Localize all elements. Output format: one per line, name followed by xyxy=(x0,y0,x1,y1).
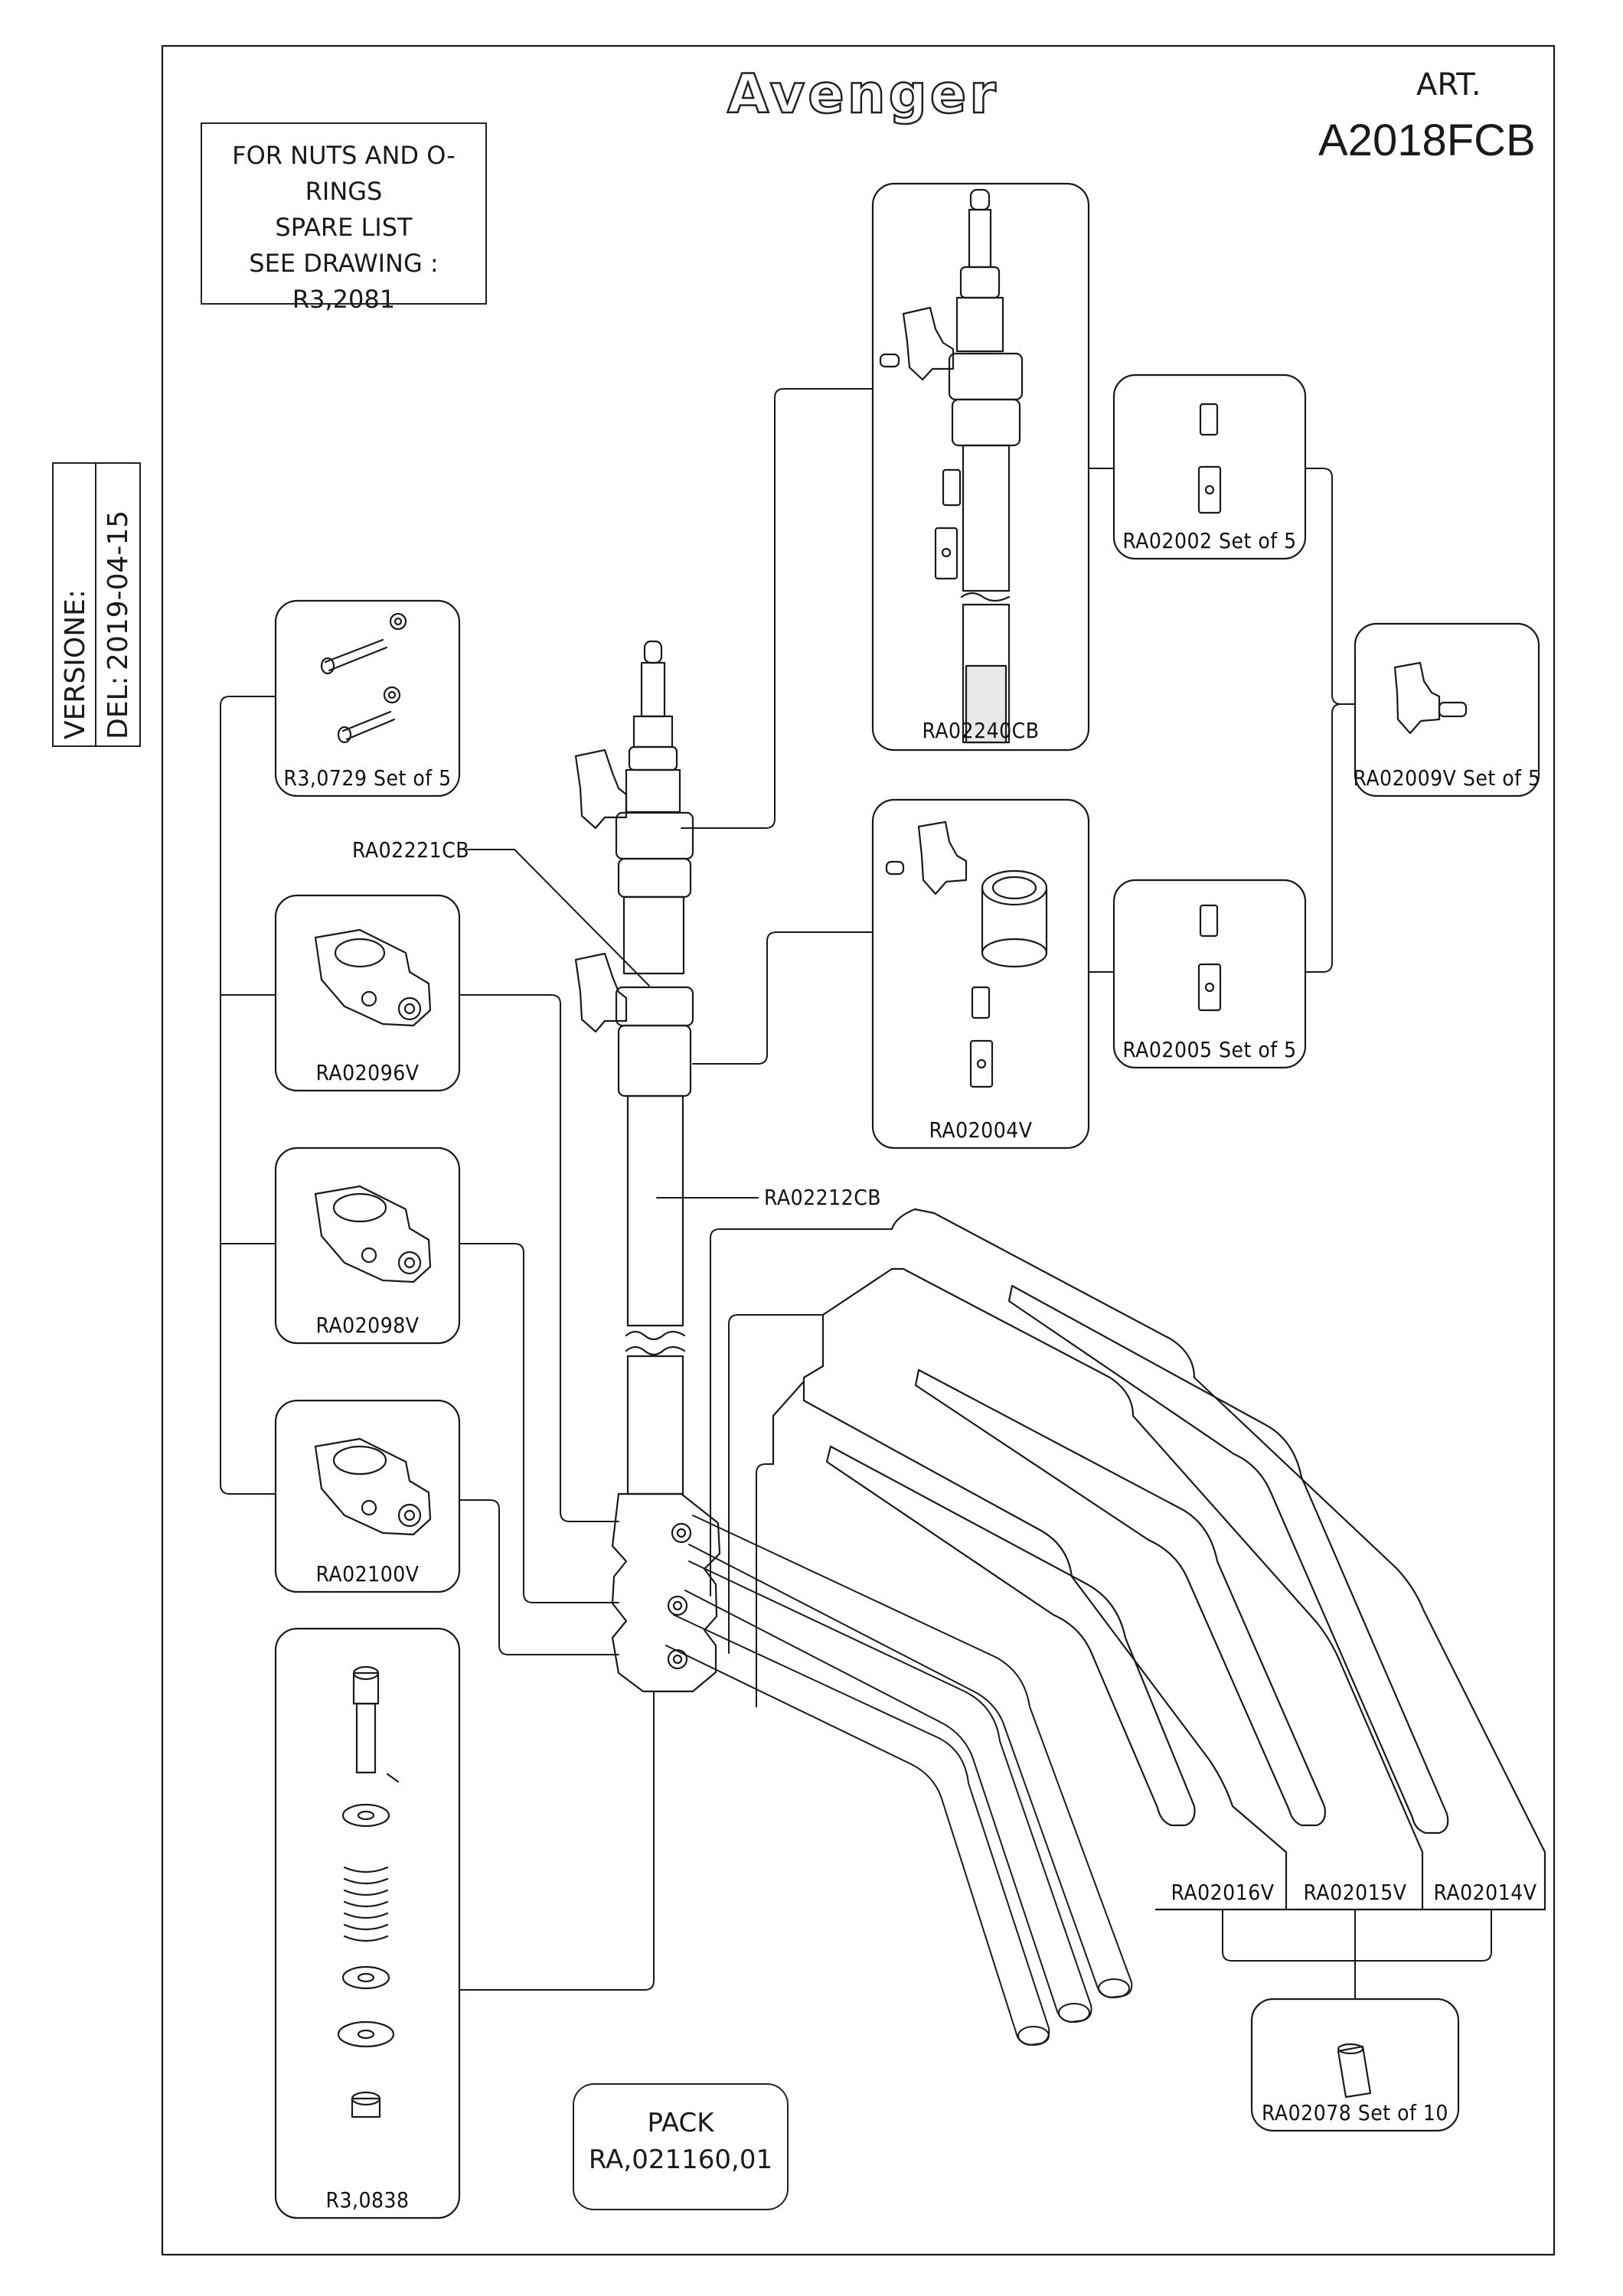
label-r3-0729: R3,0729 Set of 5 xyxy=(283,765,452,791)
version-divider xyxy=(95,464,96,745)
part-ra02100v-clamp xyxy=(314,1437,432,1536)
label-ra02009v: RA02009V Set of 5 xyxy=(1353,765,1541,791)
part-r3-0729-screws xyxy=(320,612,407,744)
box-ra02096v xyxy=(274,894,461,1092)
label-ra02240cb: RA02240CB xyxy=(922,718,1040,743)
note-line-2: SPARE LIST xyxy=(275,213,413,242)
part-ra02002-parts xyxy=(1197,403,1222,514)
label-ra02098v: RA02098V xyxy=(315,1313,420,1338)
box-ra02240cb xyxy=(871,182,1090,752)
label-r3-0838: R3,0838 xyxy=(325,2187,410,2213)
pack-code: RA,021160,01 xyxy=(588,2144,773,2175)
label-ra02096v: RA02096V xyxy=(315,1060,420,1085)
part-ra02098v-clamp xyxy=(314,1185,432,1283)
box-r3-0838 xyxy=(274,1627,461,2219)
box-ra02004v xyxy=(871,798,1090,1150)
part-ra02009v-knob xyxy=(1393,661,1468,735)
article-code: A2018FCB xyxy=(1318,116,1536,165)
part-ra02240cb xyxy=(879,188,1024,744)
part-r3-0838-stack xyxy=(337,1665,400,2118)
box-ra02009v xyxy=(1354,622,1540,797)
label-ra02221cb: RA02221CB xyxy=(352,837,470,863)
note-line-3: SEE DRAWING : xyxy=(249,249,439,278)
brand-logo: Avenger xyxy=(727,62,999,127)
part-ra02078-tip xyxy=(1337,2043,1372,2099)
main-stand xyxy=(574,640,721,1693)
box-r3-0729 xyxy=(274,599,461,797)
part-ra02005-parts xyxy=(1197,904,1222,1012)
part-ra02096v-clamp xyxy=(314,928,432,1027)
label-ra02004v: RA02004V xyxy=(929,1117,1033,1143)
label-ra02212cb: RA02212CB xyxy=(764,1185,882,1210)
part-ra02004v xyxy=(885,820,1048,1088)
leg-ra02016v xyxy=(772,1365,1288,1911)
note-line-1: FOR NUTS AND O-RINGS xyxy=(232,141,456,206)
label-ra02078: RA02078 Set of 10 xyxy=(1262,2100,1448,2125)
version-box: VERSIONE: DEL: 2019-04-15 xyxy=(52,462,141,747)
box-ra02005 xyxy=(1112,879,1307,1069)
label-ra02100v: RA02100V xyxy=(315,1561,420,1587)
label-ra02005: RA02005 Set of 5 xyxy=(1122,1037,1297,1062)
box-ra02100v xyxy=(274,1399,461,1593)
spare-list-note: FOR NUTS AND O-RINGS SPARE LIST SEE DRAW… xyxy=(201,122,487,314)
label-ra02015v: RA02015V xyxy=(1303,1880,1407,1905)
box-ra02098v xyxy=(274,1146,461,1345)
box-ra02002 xyxy=(1112,373,1307,560)
assembled-legs xyxy=(665,1515,1133,2046)
leg-ra02015v xyxy=(821,1267,1424,1911)
label-ra02016v: RA02016V xyxy=(1171,1880,1275,1905)
sheet-frame xyxy=(161,44,1556,2256)
note-line-4: R3,2081 xyxy=(292,285,396,314)
version-date-label: DEL: xyxy=(103,676,134,739)
label-ra02002: RA02002 Set of 5 xyxy=(1122,528,1297,553)
version-date: 2019-04-15 xyxy=(103,510,134,670)
label-ra02014v: RA02014V xyxy=(1433,1880,1537,1905)
leg-ra02014v xyxy=(890,1208,1546,1911)
article-label: ART. xyxy=(1416,67,1481,103)
version-label: VERSIONE: xyxy=(60,589,91,739)
pack-box: PACK RA,021160,01 xyxy=(573,2083,789,2210)
leader-lines xyxy=(220,388,1492,2000)
pack-title: PACK xyxy=(647,2108,714,2138)
